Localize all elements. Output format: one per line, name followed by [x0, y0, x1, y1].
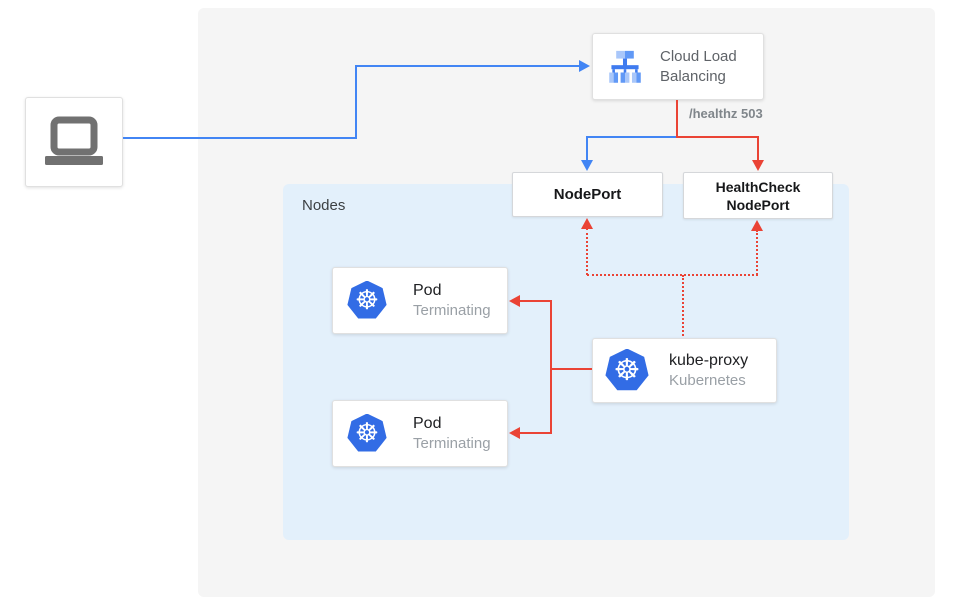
connector-segment — [676, 136, 759, 138]
client-device-box — [25, 97, 123, 187]
pod-status: Terminating — [413, 435, 491, 452]
cloud-load-balancing-icon — [609, 50, 641, 83]
kube-proxy-card: ☸ kube-proxy Kubernetes — [592, 338, 777, 403]
connector-segment — [682, 275, 684, 336]
cloud-load-balancing-card: Cloud Load Balancing — [592, 33, 764, 100]
kubernetes-icon: ☸ — [347, 280, 387, 319]
arrowhead-up — [751, 220, 763, 231]
connector-segment — [551, 368, 592, 370]
kube-proxy-subtitle: Kubernetes — [669, 372, 746, 389]
connector-segment — [756, 230, 758, 275]
connector-segment — [586, 136, 588, 162]
laptop-icon — [45, 116, 103, 165]
kubernetes-icon: ☸ — [605, 348, 649, 391]
connector-segment — [123, 137, 357, 139]
nodes-label: Nodes — [302, 197, 346, 214]
kubernetes-icon: ☸ — [347, 413, 387, 452]
arrowhead-right — [579, 60, 590, 72]
kube-proxy-title: kube-proxy — [669, 352, 749, 369]
connector-segment — [587, 136, 678, 138]
healthcheck-nodeport-label: HealthCheck NodePort — [715, 178, 801, 213]
arrowhead-up — [581, 218, 593, 229]
pod-title: Pod — [413, 282, 442, 299]
connector-segment — [520, 432, 552, 434]
pod-card-2: ☸ Pod Terminating — [332, 400, 508, 467]
connector-segment — [355, 65, 357, 139]
connector-segment — [355, 65, 580, 67]
arrowhead-down — [752, 160, 764, 171]
arrowhead-left — [509, 427, 520, 439]
connector-segment — [550, 300, 552, 434]
connector-segment — [757, 136, 759, 162]
connector-segment — [587, 274, 758, 276]
lb-healthcheck-drop — [676, 100, 678, 138]
connector-segment — [586, 228, 588, 275]
nodeport-label: NodePort — [553, 186, 622, 203]
connector-segment — [520, 300, 552, 302]
arrowhead-left — [509, 295, 520, 307]
healthcheck-nodeport-box: HealthCheck NodePort — [683, 172, 833, 219]
pod-title: Pod — [413, 415, 442, 432]
nodeport-box: NodePort — [512, 172, 663, 217]
pod-status: Terminating — [413, 302, 491, 319]
arrowhead-down — [581, 160, 593, 171]
cloud-load-balancing-label: Cloud Load Balancing — [660, 47, 737, 85]
pod-card-1: ☸ Pod Terminating — [332, 267, 508, 334]
healthz-status-label: /healthz 503 — [689, 106, 763, 121]
